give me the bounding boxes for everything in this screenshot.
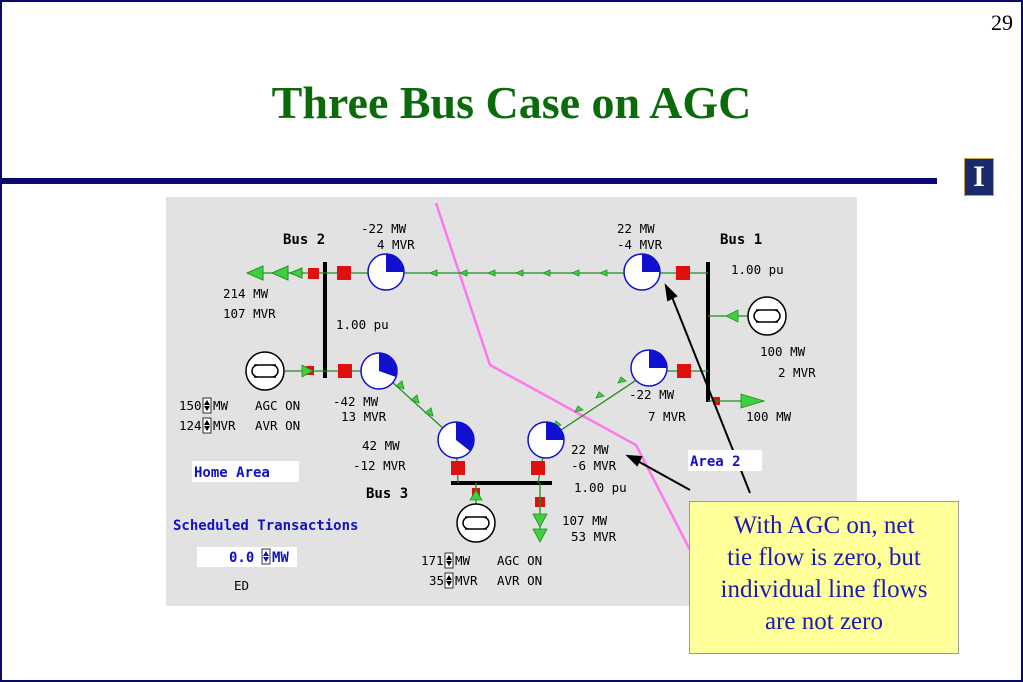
bus1-name: Bus 1: [720, 232, 762, 248]
breaker-b2-load[interactable]: [308, 268, 319, 279]
scheduled-unit: MW: [272, 550, 289, 566]
line-b1-b3: [537, 370, 708, 484]
bus3-load-arrows: [532, 513, 548, 543]
home-area-label-bg: [192, 461, 299, 482]
bus3-gen-mw-unit: MW: [455, 553, 471, 568]
area2-label-bg: [688, 450, 762, 471]
bus3-load-mvr: 53 MVR: [571, 529, 617, 544]
flow-b1-b3-mw: -22 MW: [629, 387, 675, 402]
university-logo: I: [964, 158, 994, 196]
flow-b1-b2-mvr: -4 MVR: [617, 237, 663, 252]
flow-b2-b1-mvr: 4 MVR: [377, 237, 415, 252]
flow-arrows-b2-b3: [395, 380, 434, 417]
bus3-gen-mvr-spinner[interactable]: [444, 572, 454, 589]
home-area-label[interactable]: Home Area: [194, 465, 270, 481]
bus2-load-arrows: [245, 265, 303, 281]
bus2-load-mw: 214 MW: [223, 286, 269, 301]
callout-line-3: individual line flows: [720, 576, 928, 603]
callout-line-1: With AGC on, net: [733, 512, 915, 539]
breaker-b2-b3[interactable]: [338, 364, 352, 378]
slide-title: Three Bus Case on AGC: [271, 77, 752, 128]
bus3-name: Bus 3: [366, 486, 408, 502]
flow-b3-b1-mvr: -6 MVR: [571, 458, 617, 473]
bus1-generator-icon[interactable]: [747, 296, 787, 336]
pie-b2-b3: [360, 352, 398, 390]
scheduled-value-box[interactable]: [197, 547, 297, 567]
bus2-agc-status[interactable]: AGC ON: [255, 398, 300, 413]
bus2-name: Bus 2: [283, 232, 325, 248]
flow-b1-b2-mw: 22 MW: [617, 221, 655, 236]
scheduled-transactions-label: Scheduled Transactions: [173, 518, 358, 534]
bus1-gen-mw: 100 MW: [760, 344, 806, 359]
breaker-b2-b1[interactable]: [337, 266, 351, 280]
pie-b1-b3: [630, 349, 668, 387]
area2-label[interactable]: Area 2: [690, 454, 741, 470]
callout-line-4: are not zero: [765, 608, 883, 635]
bus3-avr-status[interactable]: AVR ON: [497, 573, 542, 588]
bus3-gen-mw-value[interactable]: 171: [421, 553, 444, 568]
bus3-generator-icon[interactable]: [456, 503, 496, 543]
breaker-b3-b1[interactable]: [531, 461, 545, 475]
bus1-load-mw: 100 MW: [746, 409, 792, 424]
scheduled-spinner[interactable]: [261, 548, 271, 565]
flow-arrows-b2-b1: [428, 269, 608, 277]
area-boundary: [434, 202, 692, 551]
title-rule: [2, 178, 937, 184]
flow-b2-b1-mw: -22 MW: [361, 221, 407, 236]
bus3-gen-mvr-value[interactable]: 35: [429, 573, 444, 588]
flow-b1-b3-mvr: 7 MVR: [648, 409, 686, 424]
callout-text: With AGC on, net tie flow is zero, but i…: [690, 510, 958, 638]
bus2-gen-mw-unit: MW: [213, 398, 229, 413]
bus2-load-mvr: 107 MVR: [223, 306, 276, 321]
pie-b3-b1: [527, 421, 565, 459]
bus2-gen-mvr-spinner[interactable]: [202, 417, 212, 434]
logo-letter: I: [973, 160, 985, 193]
bus2-gen-mvr-unit: MVR: [213, 418, 236, 433]
bus2-voltage: 1.00 pu: [336, 317, 389, 332]
bus2-avr-status[interactable]: AVR ON: [255, 418, 300, 433]
bus1-load-arrow: [740, 393, 766, 409]
bus2-generator-icon[interactable]: [245, 351, 285, 391]
bus3-gen-mw-spinner[interactable]: [444, 552, 454, 569]
ed-label: ED: [234, 578, 249, 593]
bus1-gen-mvr: 2 MVR: [778, 365, 816, 380]
bus2-gen-arrow: [301, 364, 314, 378]
pie-b3-b2: [437, 421, 475, 459]
flow-b3-b2-mvr: -12 MVR: [353, 458, 406, 473]
breaker-b1-b3[interactable]: [677, 364, 691, 378]
bus2-gen-mw-value[interactable]: 150: [179, 398, 202, 413]
flow-b2-b3-mw: -42 MW: [333, 394, 379, 409]
bus3-voltage: 1.00 pu: [574, 480, 627, 495]
bus2-gen-mw-spinner[interactable]: [202, 397, 212, 414]
callout-line-2: tie flow is zero, but: [727, 544, 921, 571]
callout-box: With AGC on, net tie flow is zero, but i…: [689, 501, 959, 654]
bus3-gen-mvr-unit: MVR: [455, 573, 478, 588]
pie-b2-b1: [367, 253, 405, 291]
flow-b2-b3-mvr: 13 MVR: [341, 409, 387, 424]
bus1-gen-arrow: [725, 309, 739, 323]
breaker-b1-b2[interactable]: [676, 266, 690, 280]
bus2-gen-mvr-value[interactable]: 124: [179, 418, 202, 433]
bus3-gen-arrow: [469, 489, 483, 501]
flow-b3-b2-mw: 42 MW: [362, 438, 400, 453]
slide-number: 29: [991, 10, 1013, 35]
bus1-voltage: 1.00 pu: [731, 262, 784, 277]
flow-b3-b1-mw: 22 MW: [571, 442, 609, 457]
bus3-load-mw: 107 MW: [562, 513, 608, 528]
breaker-b3-b2[interactable]: [451, 461, 465, 475]
pie-b1-b2: [623, 253, 661, 291]
bus3-agc-status[interactable]: AGC ON: [497, 553, 542, 568]
scheduled-value[interactable]: 0.0: [229, 550, 254, 566]
